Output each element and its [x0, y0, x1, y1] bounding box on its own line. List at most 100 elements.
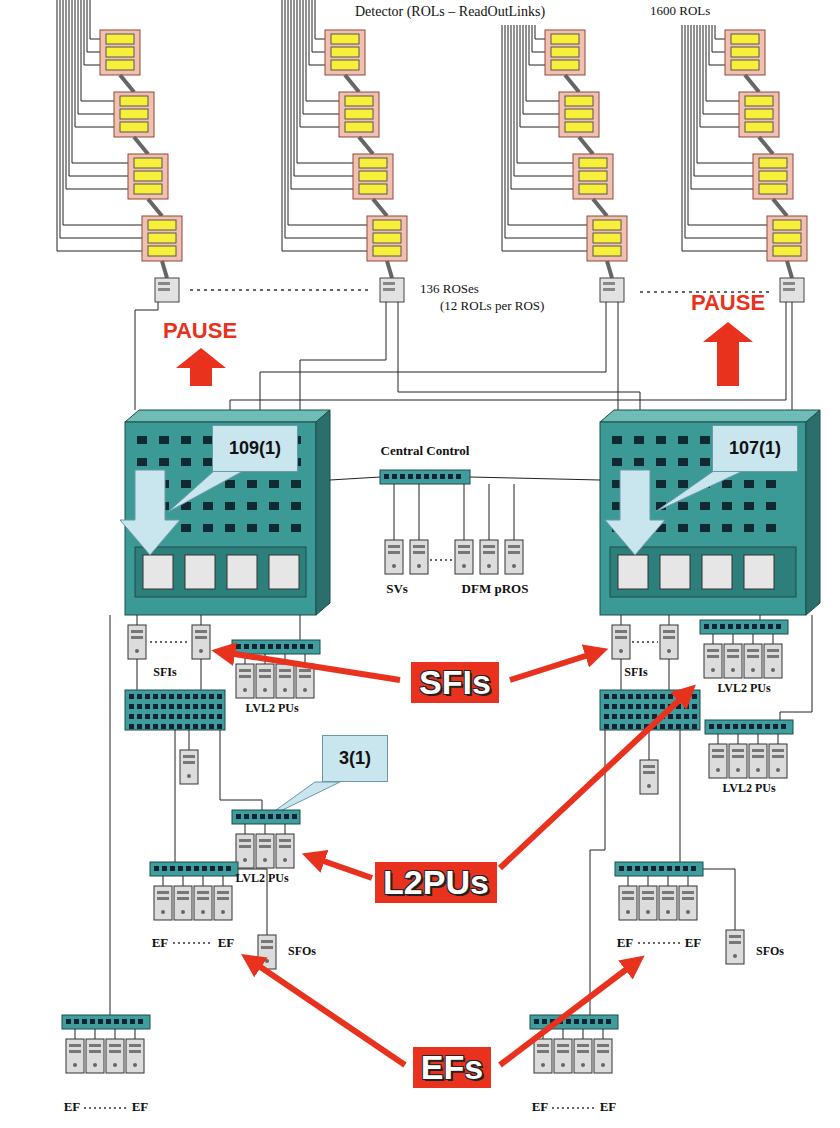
switch-port [90, 1019, 95, 1024]
pc-drive [299, 675, 311, 678]
pc-drive [279, 675, 291, 678]
network-wire [712, 25, 725, 52]
pc-drive [197, 897, 209, 900]
network-wire [552, 1107, 596, 1109]
network-switch [705, 720, 793, 734]
pc-drive [195, 630, 207, 633]
pc-drive [129, 1044, 141, 1047]
network-wire [688, 876, 689, 886]
switch-port [643, 866, 648, 871]
pc-tower [236, 664, 254, 698]
pc-drive [663, 636, 675, 639]
switch-port [619, 866, 624, 871]
network-wire [84, 1107, 128, 1109]
ef-label: EF [600, 1100, 617, 1115]
network-wire [680, 730, 681, 862]
pc-tower [86, 1039, 104, 1073]
pc-drive [239, 675, 251, 678]
readout-board [551, 60, 579, 70]
pc-button [135, 649, 139, 653]
switch-port [628, 724, 633, 729]
switch-port [542, 1019, 547, 1024]
network-wire [669, 615, 670, 625]
ros-pc-detail [383, 288, 395, 291]
ros-pc [155, 278, 179, 302]
network-wire [115, 1029, 116, 1039]
detector-title: Detector (ROLs – ReadOutLinks) [355, 4, 545, 20]
switch-port [691, 866, 696, 871]
network-wire [66, 0, 128, 189]
pc-tower [106, 1039, 124, 1073]
network-wire [489, 484, 490, 540]
switch-port [181, 480, 191, 488]
ros-pc-detail [603, 282, 615, 285]
switch-port [424, 474, 429, 479]
readout-crate [573, 154, 613, 199]
pc-drive [299, 669, 311, 672]
switch-port [162, 866, 167, 871]
switch-port [169, 704, 174, 709]
pc-drive [197, 891, 209, 894]
readout-board [345, 96, 373, 106]
pc-drive [261, 946, 273, 949]
readout-board [120, 122, 148, 132]
pause-arrow [717, 340, 739, 386]
switch-port [712, 624, 717, 629]
network-wire [203, 876, 204, 886]
pc-drive [662, 897, 674, 900]
switch-port [203, 524, 213, 532]
switch-port [217, 724, 222, 729]
pc-drive [131, 630, 143, 633]
network-wire [69, 0, 128, 176]
network-wire [520, 25, 559, 127]
network-wire [190, 289, 372, 291]
network-wire [300, 0, 339, 127]
readout-board [359, 184, 387, 194]
readout-board [593, 246, 621, 256]
switch-port [159, 458, 169, 466]
network-wire [718, 734, 719, 744]
ef-label: EF [152, 936, 169, 951]
network-wire [359, 137, 373, 154]
switch-port [276, 814, 281, 819]
switch-port [692, 714, 697, 719]
pc-drive [642, 891, 654, 894]
pc-tower [385, 540, 403, 574]
switch-port [260, 814, 265, 819]
control-label: Central Control [381, 444, 470, 459]
network-wire [297, 0, 353, 163]
pc-drive [597, 1050, 609, 1053]
network-wire [517, 25, 573, 163]
component-tag: L2PUs [375, 862, 497, 903]
switch-port [291, 502, 301, 510]
readout-board [773, 246, 801, 256]
pc-drive [643, 765, 655, 768]
network-wire [120, 75, 134, 92]
network-wire [688, 25, 767, 225]
switch-side [316, 410, 330, 615]
switch-port [186, 866, 191, 871]
pc-drive [129, 1050, 141, 1053]
network-wire [760, 615, 761, 620]
network-wire [694, 25, 753, 176]
switch-port [656, 480, 666, 488]
network-wire [787, 261, 792, 278]
switch-port [236, 814, 241, 819]
readout-board [373, 246, 401, 256]
readout-board [593, 233, 621, 243]
network-wire [87, 0, 100, 52]
switch-port [766, 480, 776, 488]
readout-board [331, 47, 359, 57]
readout-board [731, 60, 759, 70]
network-wire [773, 199, 787, 216]
switch-port [153, 704, 158, 709]
pc-tower [192, 625, 210, 659]
pc-drive [663, 630, 675, 633]
pc-drive [89, 1050, 101, 1053]
network-wire [430, 559, 452, 561]
readout-board [331, 60, 359, 70]
pointer-arrow [500, 962, 636, 1065]
switch-port [217, 694, 222, 699]
switch-port [193, 694, 198, 699]
network-wire [373, 199, 387, 216]
